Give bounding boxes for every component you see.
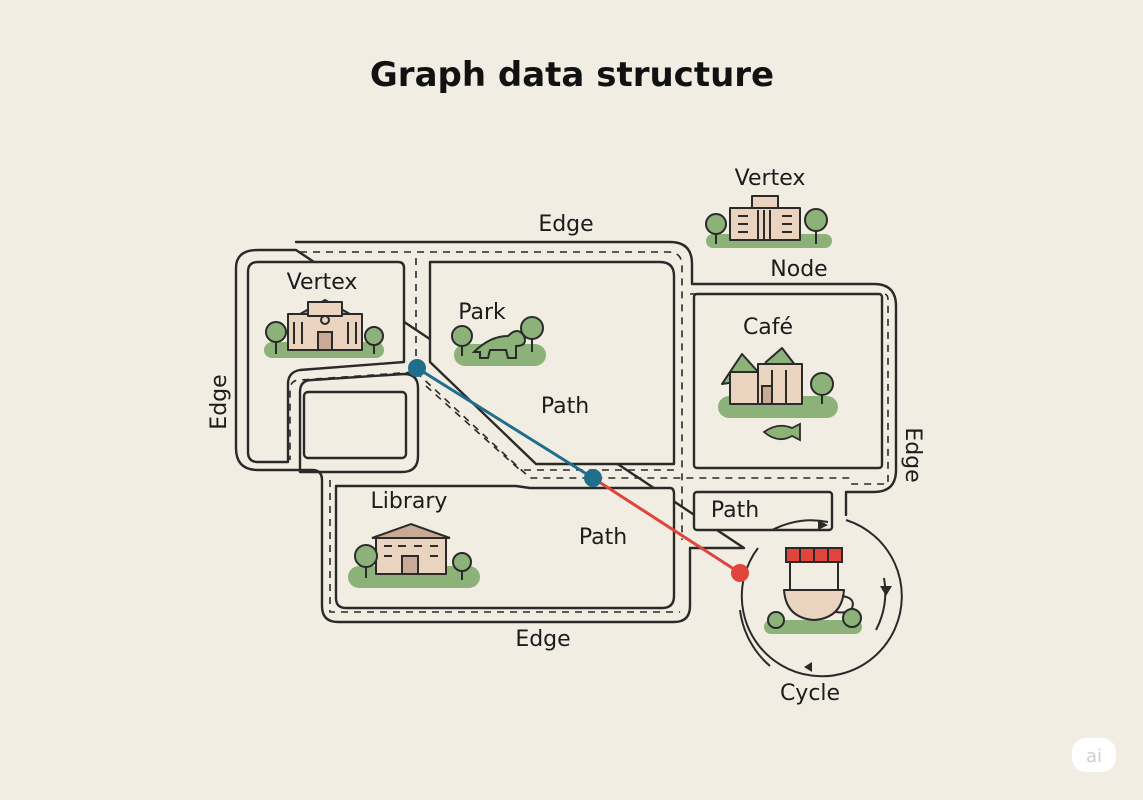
cycle-arrow-right-icon (880, 586, 892, 596)
label-path-center: Path (541, 394, 589, 419)
block-small-square (302, 390, 408, 460)
road-centerline-diagonal (415, 371, 850, 479)
cycle-arrow-top-icon (818, 520, 828, 530)
path-line-red (592, 476, 741, 575)
ai-badge: ai (1072, 738, 1116, 772)
library-icon (348, 522, 480, 588)
label-edge-top: Edge (538, 212, 593, 237)
road-centerline-top (300, 251, 683, 540)
park-icon (451, 316, 546, 366)
teacup-stall-icon (764, 547, 862, 634)
diagram-title: Graph data structure (370, 55, 774, 95)
label-edge-bottom: Edge (515, 627, 570, 652)
label-edge-right: Edge (900, 427, 925, 482)
cycle-arrow-bottom-icon (804, 662, 812, 672)
vertex-dot-blue-middle (584, 469, 602, 487)
path-line-blue (416, 366, 594, 480)
road-centerline-middle (425, 385, 680, 471)
vertex-dot-red (731, 564, 749, 582)
label-vertex-left: Vertex (287, 270, 358, 295)
label-edge-left: Edge (207, 374, 232, 429)
label-node: Node (770, 257, 827, 282)
label-vertex-top-right: Vertex (735, 166, 806, 191)
label-path-lower: Path (579, 525, 627, 550)
road-centerline-right (690, 293, 889, 485)
label-cafe: Café (743, 315, 793, 340)
cafe-icon (718, 347, 838, 442)
block-vertex-left (246, 260, 406, 464)
label-path-right: Path (711, 498, 759, 523)
vertex-building-top-right-icon (705, 195, 832, 248)
label-library: Library (371, 489, 448, 514)
vertex-dot-blue-top (408, 359, 426, 377)
ai-badge-text: ai (1086, 746, 1102, 767)
road-centerline-left (289, 258, 417, 460)
cycle-ring (739, 519, 903, 678)
vertex-building-left-icon (264, 298, 384, 358)
road-centerline-lower (329, 480, 680, 613)
label-park: Park (458, 300, 506, 325)
block-small-outline (298, 372, 420, 474)
label-cycle: Cycle (780, 681, 840, 706)
